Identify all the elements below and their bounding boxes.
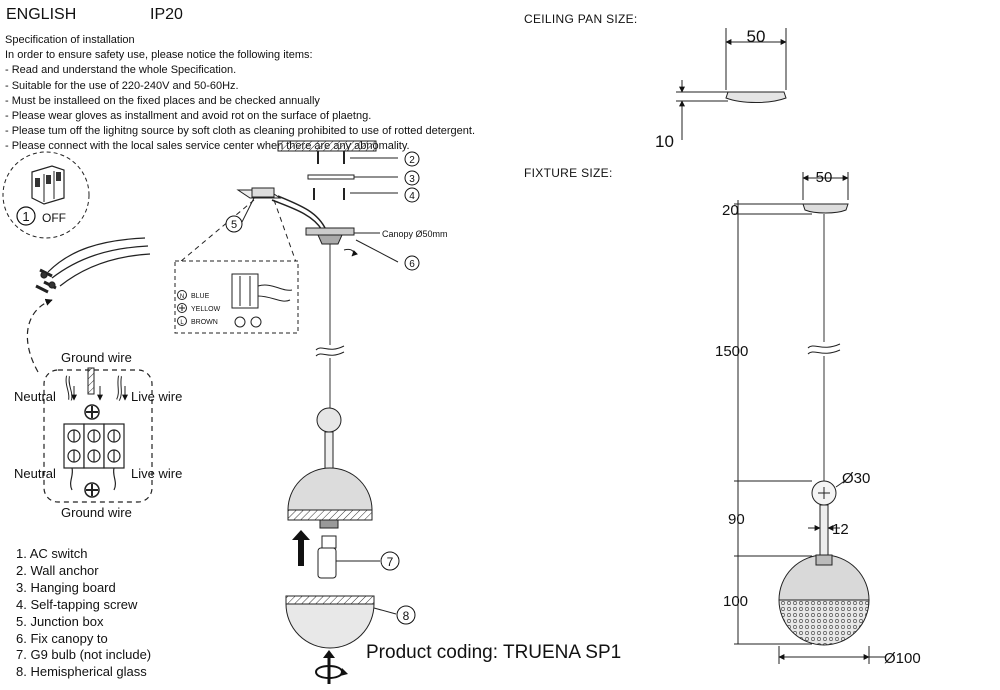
live-wire-top-label: Live wire — [131, 389, 182, 404]
fixture-canopy-height: 20 — [722, 202, 739, 219]
product-coding: Product coding: TRUENA SP1 — [366, 642, 622, 663]
ceiling-section — [277, 140, 377, 152]
ceiling-pan-dimension-drawing: 50 10 — [655, 27, 787, 151]
callouts: 2 3 4 5 6 7 8 — [225, 151, 420, 625]
decorative-ball — [316, 407, 342, 433]
pendant-assembly-illustration — [285, 244, 397, 684]
parts-list-item: 7. G9 bulb (not include) — [16, 647, 152, 663]
callout-5-number: 5 — [231, 219, 237, 231]
fixture-width: 50 — [816, 169, 833, 186]
switch-number: 1 — [22, 209, 29, 224]
yellow-label: YELLOW — [191, 306, 221, 313]
hanging-board — [307, 174, 355, 180]
live-wire-bottom-label: Live wire — [131, 466, 182, 481]
neutral-bottom-label: Neutral — [14, 466, 56, 481]
parts-list-item: 5. Junction box — [16, 613, 104, 629]
fixture-shade-crystal — [778, 599, 870, 646]
callout-4-number: 4 — [409, 191, 415, 202]
g9-bulb — [321, 535, 337, 549]
switch-dashed-circle — [2, 151, 90, 239]
parts-list: 1. AC switch 2. Wall anchor 3. Hanging b… — [16, 546, 151, 681]
callout-8-number: 8 — [403, 609, 410, 623]
callout-3-number: 3 — [409, 174, 415, 185]
callout-2 — [404, 151, 420, 167]
parts-list-item: 2. Wall anchor — [16, 562, 99, 578]
junction-box-illustration — [179, 187, 327, 263]
spec-item: - Read and understand the whole Specific… — [5, 64, 237, 77]
parts-list-item: 8. Hemispherical glass — [16, 664, 147, 680]
canopy-label: Canopy Ø50mm — [382, 229, 448, 239]
blue-label: BLUE — [191, 293, 210, 300]
fixture-shade-diameter: Ø100 — [884, 650, 921, 667]
spec-item: - Please wear gloves as installment and … — [5, 110, 372, 123]
spec-title: Specification of installation — [5, 34, 135, 46]
callout-5 — [225, 215, 243, 233]
wire-bundle-illustration — [26, 237, 151, 373]
callout-8 — [396, 605, 416, 625]
parts-list-item: 6. Fix canopy to — [16, 630, 108, 646]
ceiling-pan-title: CEILING PAN SIZE: — [524, 12, 638, 26]
callout-4 — [404, 187, 420, 203]
terminal-dashed-frame — [43, 369, 153, 503]
spec-item: - Suitable for the use of 220-240V and 5… — [5, 79, 239, 92]
fixture-size-title: FIXTURE SIZE: — [524, 166, 613, 180]
parts-list-item: 4. Self-tapping screw — [16, 596, 138, 612]
terminal-block-diagram: Ground wire Neutral Live wire Neutral Li… — [14, 350, 182, 520]
parts-list-item: 1. AC switch — [16, 546, 88, 561]
header-language: ENGLISH — [6, 6, 77, 23]
fixture-dimension-drawing: 50 20 1500 Ø30 90 12 100 — [715, 169, 921, 667]
wiring-color-legend: N BLUE YELLOW L BROWN — [174, 260, 299, 334]
fixture-shade-height: 100 — [723, 593, 748, 610]
ceiling-pan-height: 10 — [655, 132, 674, 151]
up-arrow-icon — [292, 530, 310, 566]
fixture-tube-height: 90 — [728, 511, 745, 528]
ground-wire-bottom-label: Ground wire — [61, 505, 132, 520]
fixture-cable-length: 1500 — [715, 343, 748, 360]
ip-rating: IP20 — [150, 6, 183, 23]
switch-off-label: OFF — [42, 211, 66, 225]
terminal-blocks — [63, 423, 125, 469]
callout-7-number: 7 — [387, 555, 394, 569]
callout-6 — [404, 255, 420, 271]
spec-item: - Please tum off the lighitng source by … — [5, 125, 476, 138]
spec-item: - Must be installeed on the fixed places… — [5, 94, 320, 107]
callout-7 — [380, 551, 400, 571]
neutral-top-label: Neutral — [14, 389, 56, 404]
callout-1 — [16, 206, 36, 226]
fixture-tube-diameter: 12 — [832, 521, 849, 538]
fixture-ball-diameter: Ø30 — [842, 470, 870, 487]
upper-shade — [287, 467, 373, 511]
callout-3 — [404, 170, 420, 186]
canopy-illustration: Canopy Ø50mm — [305, 227, 448, 263]
brown-label: BROWN — [191, 319, 218, 326]
live-symbol: L — [180, 320, 184, 326]
parts-list-item: 3. Hanging board — [16, 579, 116, 595]
ceiling-mount-illustration — [277, 140, 398, 200]
callout-6-number: 6 — [409, 259, 415, 270]
hemispherical-glass — [285, 603, 375, 649]
neutral-symbol: N — [180, 294, 184, 300]
ground-wire-top-label: Ground wire — [61, 350, 132, 365]
callout-2-number: 2 — [409, 155, 415, 166]
spec-intro: In order to ensure safety use, please no… — [5, 49, 313, 62]
ceiling-pan-width: 50 — [747, 27, 766, 46]
ac-switch-illustration: 1 OFF — [2, 151, 90, 239]
